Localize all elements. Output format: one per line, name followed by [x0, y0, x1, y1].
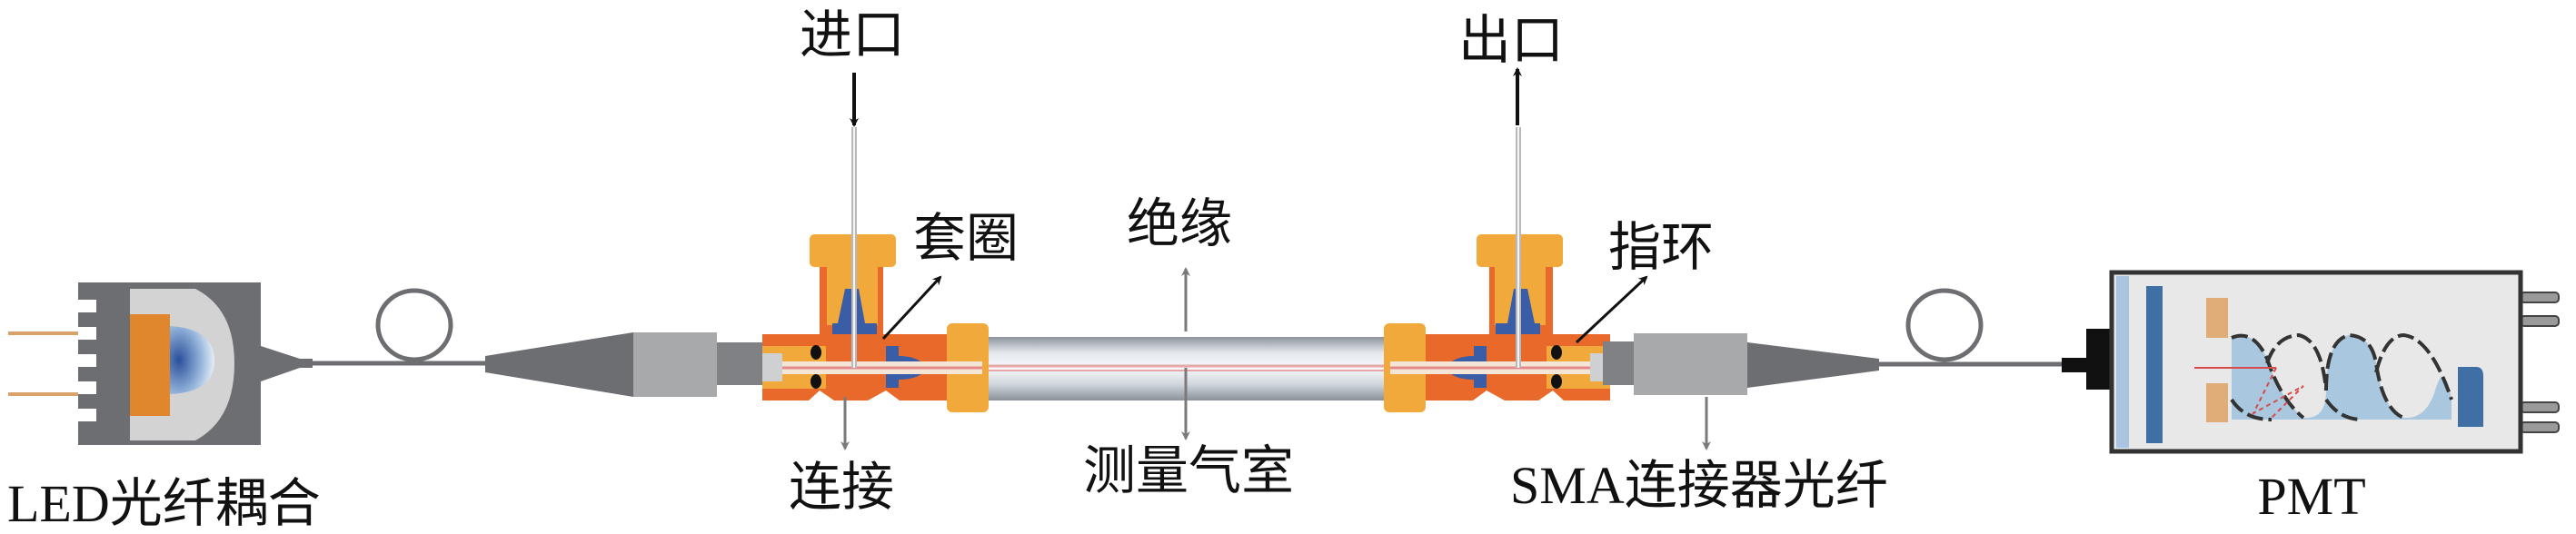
led-lens-icon: [170, 326, 214, 394]
led-fiber-coupler: [8, 282, 313, 445]
sma-connector-right: [1603, 333, 1879, 395]
label-insulation: 绝缘: [1127, 194, 1232, 253]
label-measurement-cell: 测量气室: [1083, 441, 1294, 500]
optical-fiber-left: [313, 288, 491, 366]
label-outlet: 出口: [1458, 11, 1564, 70]
label-inlet: 进口: [800, 5, 905, 64]
label-pmt: PMT: [2257, 467, 2365, 526]
label-led-coupling: LED光纤耦合: [7, 474, 321, 533]
pmt-module: [2062, 270, 2560, 454]
tee-fitting-left: [762, 127, 989, 412]
finger-ring-pointer: [1575, 275, 1648, 344]
optical-fiber-right: [1879, 288, 2064, 367]
led-chip: [130, 314, 170, 416]
label-ferrule: 套圈: [913, 209, 1019, 268]
ferrule-pointer: [881, 275, 942, 341]
sma-connector-left: [485, 332, 762, 397]
tee-fitting-right: [1384, 127, 1610, 412]
label-finger-ring: 指环: [1608, 218, 1714, 277]
label-sma-fiber: SMA连接器光纤: [1510, 456, 1888, 515]
label-connection: 连接: [789, 458, 894, 517]
